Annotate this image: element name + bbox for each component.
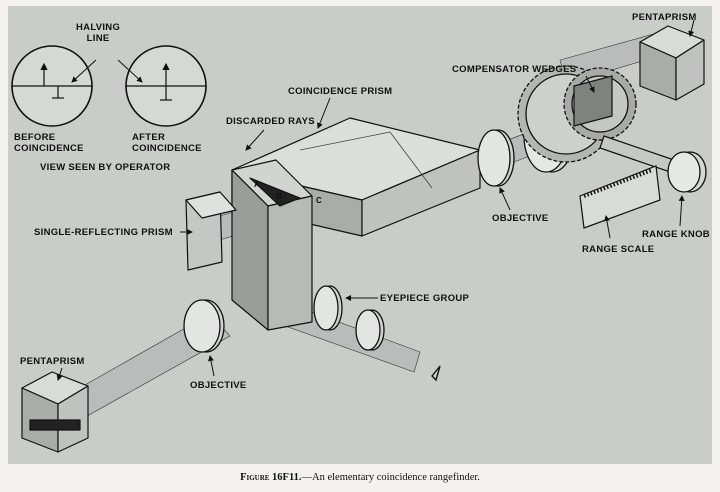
wedge-housing [573,75,613,127]
prism-block [231,159,313,331]
label-pentaprism-bottom: PENTAPRISM [20,356,85,367]
label-halving-line: HALVING LINE [76,22,121,44]
eyepiece-lens-2 [355,309,385,351]
label-after-coincidence: AFTER COINCIDENCE [132,132,202,154]
pentaprism-top-body [639,25,705,101]
view-after-coincidence [125,45,207,127]
label-leaders [56,19,695,381]
point-c-label: C [316,196,322,205]
eyepiece-lens-1 [313,285,343,331]
objective-left-lens [183,299,225,353]
caption-text: —An elementary coincidence rangefinder. [301,472,480,483]
label-before-coincidence: BEFORE COINCIDENCE [14,132,84,154]
single-reflecting-prism [185,191,237,271]
label-view-seen: VIEW SEEN BY OPERATOR [40,162,171,173]
target-marker [431,365,441,382]
label-range-scale: RANGE SCALE [582,244,655,255]
point-a-label: A [254,180,260,189]
label-eyepiece-group: EYEPIECE GROUP [380,293,470,304]
caption-figure-number: Figure 16F11. [240,472,302,483]
label-discarded-rays: DISCARDED RAYS [226,116,315,127]
label-single-reflecting-prism: SINGLE-REFLECTING PRISM [34,227,173,238]
label-objective-right: OBJECTIVE [492,213,549,224]
range-knob-body [667,151,707,193]
halving-line-leaders [71,59,143,83]
point-b-label: B [276,192,282,201]
view-before-coincidence [11,45,93,127]
label-coincidence-prism: COINCIDENCE PRISM [288,86,393,97]
range-scale-bar [579,165,661,229]
label-pentaprism-top: PENTAPRISM [632,12,697,23]
objective-right-lens [477,129,515,187]
pentaprism-bottom-body [21,371,89,453]
label-objective-left: OBJECTIVE [190,380,247,391]
figure-caption: Figure 16F11.—An elementary coincidence … [0,472,720,483]
label-range-knob: RANGE KNOB [642,229,710,240]
label-compensator-wedges: COMPENSATOR WEDGES [452,64,577,75]
